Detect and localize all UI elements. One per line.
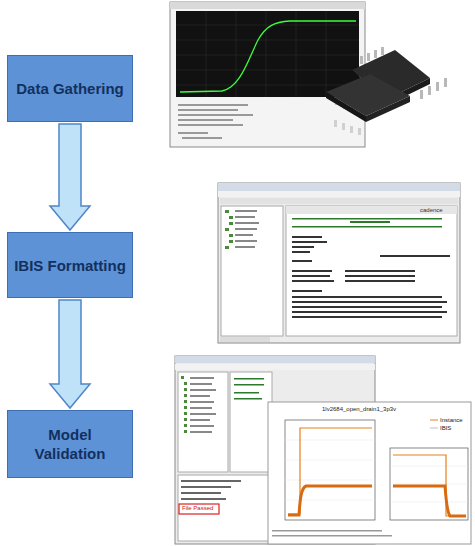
screenshot-text: IBIS	[440, 425, 451, 432]
editor-window	[218, 183, 460, 343]
waveform-chart	[268, 402, 471, 544]
process-box: Model Validation	[7, 410, 133, 478]
screenshot-text: Instance	[440, 417, 463, 424]
process-box: IBIS Formatting	[7, 232, 133, 298]
ic-package	[326, 47, 447, 135]
step-label: Data Gathering	[10, 79, 130, 98]
screenshot-text: cadence	[420, 207, 443, 214]
screenshot-text: File Passed	[182, 505, 213, 512]
step-label: Model Validation	[8, 425, 132, 463]
flow-arrow	[50, 124, 90, 230]
screenshot-text: 1lv2684_open_drain1_3p3v	[322, 406, 396, 413]
process-box: Data Gathering	[7, 55, 133, 122]
waveform-window	[170, 2, 365, 147]
step-label: IBIS Formatting	[8, 256, 132, 275]
flow-arrow	[50, 300, 90, 408]
